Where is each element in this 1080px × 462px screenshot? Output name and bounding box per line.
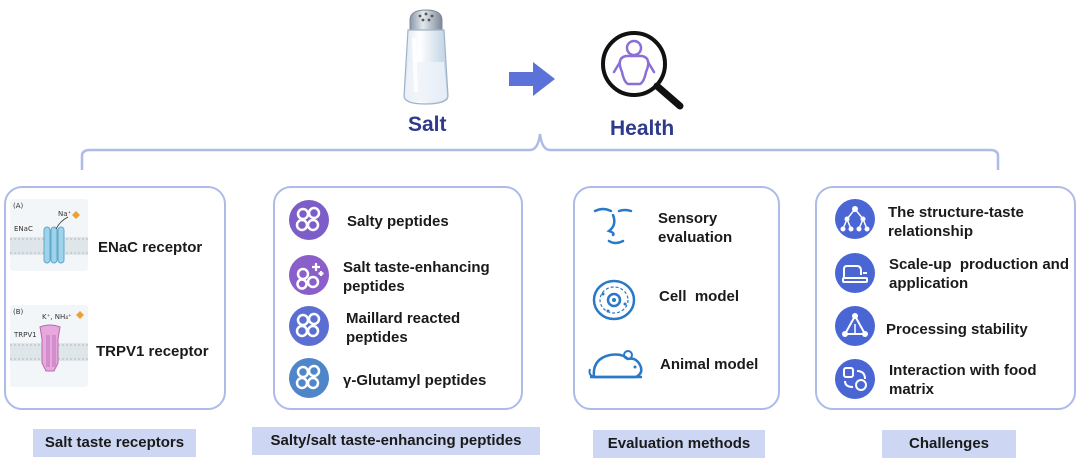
health-label: Health [610,117,675,140]
processing-stability-icon [835,306,875,346]
enac-receptor-label: ENaC receptor [98,239,203,256]
animal-model-label: Animal model [660,356,759,373]
challenges-caption: Challenges [882,430,1016,458]
trpv1-ion: K⁺, NH₄⁺ [42,313,72,321]
cell-icon [592,279,636,321]
glutamyl-peptides-label: γ-Glutamyl peptides [343,372,487,389]
maillard-peptides-label: Maillard reacted peptides [346,310,461,346]
enhancing-peptides-icon [289,255,329,295]
receptors-caption: Salt taste receptors [33,429,196,457]
enac-panel-tag: (A) [13,202,24,210]
structure-tree-icon [835,199,875,239]
salty-peptides-label: Salty peptides [347,213,449,230]
enhancing-peptides-label: Salt taste-enhancing peptides [343,259,490,295]
cell-model-label: Cell model [659,288,740,305]
food-matrix-icon [835,359,875,399]
scale-up-label: Scale-up production and application [889,256,1070,292]
trpv1-panel-tag: (B) [13,308,24,316]
sensory-evaluation-label: Sensory evaluation [658,210,733,246]
salt-label: Salt [408,113,447,136]
enac-name: ENaC [14,225,33,233]
trpv1-diagram: (B) K⁺, NH₄⁺ TRPV1 [10,305,88,387]
right-arrow-icon [509,62,555,96]
peptides-caption: Salty/salt taste-enhancing peptides [252,427,540,455]
mouse-icon [588,350,643,379]
salty-peptides-icon [289,200,329,240]
food-matrix-label: Interaction with food matrix [889,362,1037,398]
maillard-peptides-icon [289,306,329,346]
face-profile-icon [593,207,633,245]
enac-diagram: (A) Na⁺ ENaC [10,199,88,271]
structure-taste-label: The structure-taste relationship [888,204,1024,240]
glutamyl-peptides-icon [289,358,329,398]
health-magnifier-icon [601,31,684,110]
evaluation-caption: Evaluation methods [593,430,765,458]
salt-shaker-icon [403,9,449,105]
trpv1-name: TRPV1 [14,331,37,339]
grouping-brace [80,133,1000,170]
processing-stability-label: Processing stability [886,321,1028,338]
trpv1-receptor-label: TRPV1 receptor [96,343,209,360]
production-icon [835,253,875,293]
enac-ion: Na⁺ [58,210,72,218]
